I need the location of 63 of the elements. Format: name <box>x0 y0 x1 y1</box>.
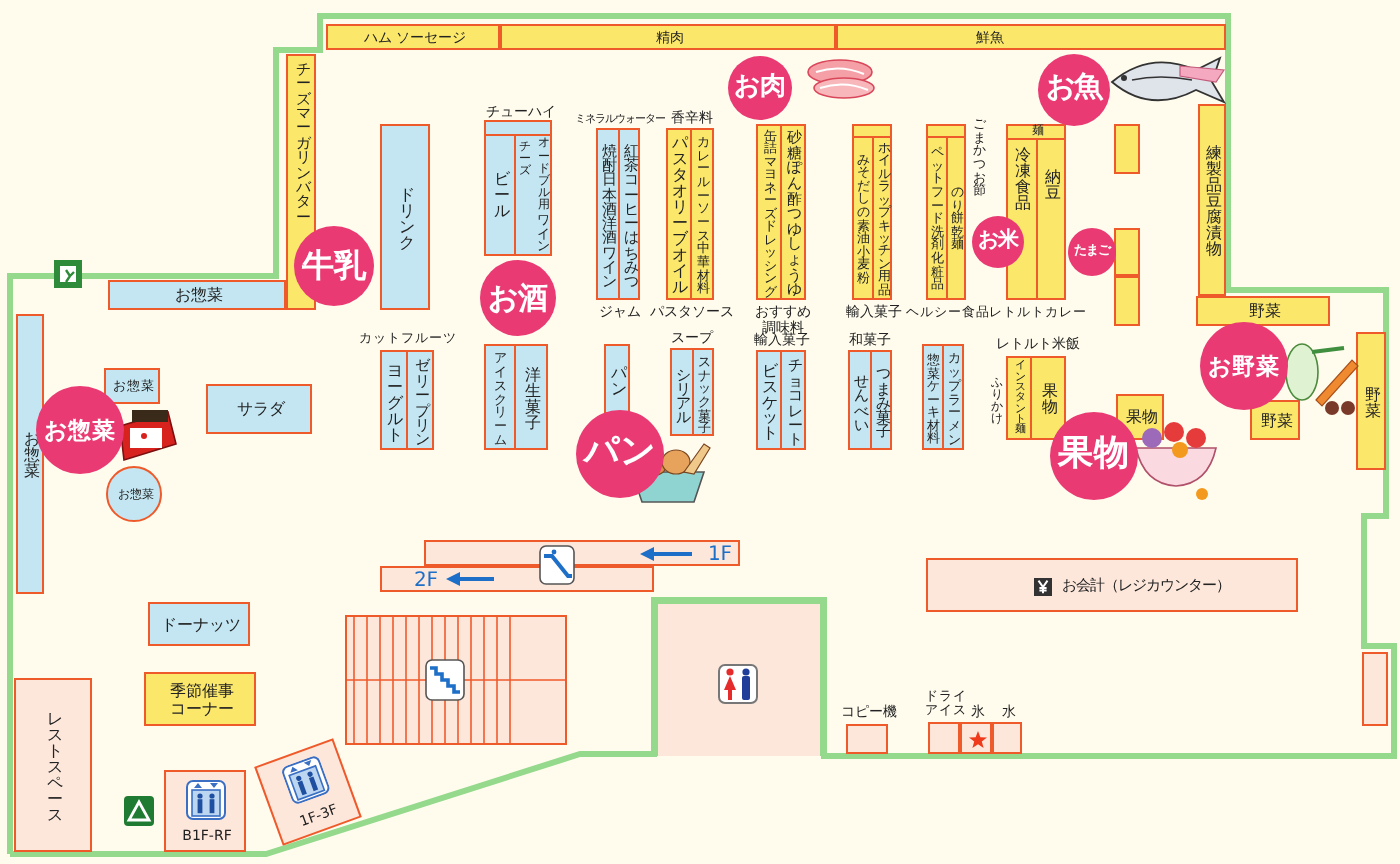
shelf <box>604 344 630 414</box>
area-label: 2F <box>413 570 439 592</box>
badge-label: 牛乳 <box>302 248 366 284</box>
area-label: 洋生菓子 <box>525 368 541 432</box>
shelf <box>16 314 44 594</box>
area-label: パン <box>611 365 627 397</box>
category-badge <box>1200 322 1288 410</box>
area-box <box>14 678 92 852</box>
area-label: 野菜 <box>1249 304 1281 322</box>
category-badge <box>576 410 664 498</box>
badge-label: お酒 <box>488 281 548 315</box>
category-badge <box>294 226 374 306</box>
badge-label: お野菜 <box>1208 353 1280 379</box>
badge-label: お惣菜 <box>44 417 116 443</box>
area-label: ヨーグルト <box>387 363 403 443</box>
badge-label: パン <box>584 434 656 474</box>
area-label: 野菜 <box>1261 413 1293 431</box>
area-label: お惣菜 <box>175 288 223 306</box>
area-label: 果物 <box>1126 410 1158 428</box>
shelf <box>104 368 160 404</box>
restroom-area <box>654 600 824 756</box>
area-label: 季節催事コーナー <box>168 683 236 719</box>
area-label: ドーナッツ <box>161 617 241 635</box>
area-box <box>926 558 1298 612</box>
shelf <box>108 280 286 310</box>
shelf <box>1356 332 1386 470</box>
area-label: レストスペース <box>47 711 63 823</box>
area-label: サラダ <box>237 402 285 420</box>
shelf <box>1114 276 1140 326</box>
shelf <box>206 384 312 434</box>
category-badge <box>972 216 1024 268</box>
area-label: ビール <box>494 172 510 220</box>
category-badge <box>1068 228 1116 276</box>
badge-label: お米 <box>978 230 1018 254</box>
area-box <box>164 770 246 852</box>
shelf <box>500 24 836 50</box>
shelf <box>326 24 500 50</box>
shelf <box>1114 124 1140 174</box>
area-box <box>1362 652 1388 726</box>
shelf <box>1196 296 1330 326</box>
shelf <box>148 602 250 646</box>
badge-label: お魚 <box>1046 74 1102 106</box>
area-label: 冷凍食品 <box>1015 148 1031 212</box>
area-label: 果物 <box>1042 384 1058 416</box>
badge-label: 果物 <box>1058 436 1130 476</box>
shelf <box>836 24 1226 50</box>
shelf <box>1198 104 1226 296</box>
shelf <box>922 344 964 450</box>
round-shelf <box>106 466 162 522</box>
shelf <box>1114 228 1140 276</box>
shelf <box>1250 400 1300 440</box>
category-badge <box>728 56 792 120</box>
area-label: 1F <box>707 544 733 566</box>
shelf <box>484 344 548 450</box>
area-label: ドリンク <box>399 187 415 251</box>
category-badge <box>480 260 556 336</box>
shelf <box>144 672 256 726</box>
category-badge <box>1038 54 1110 126</box>
area-label: 野菜 <box>1365 387 1381 419</box>
shelf <box>380 124 430 310</box>
area-label: 練製品豆腐漬物 <box>1206 146 1222 258</box>
badge-label: お肉 <box>734 73 786 103</box>
area-label: 納豆 <box>1045 170 1061 202</box>
